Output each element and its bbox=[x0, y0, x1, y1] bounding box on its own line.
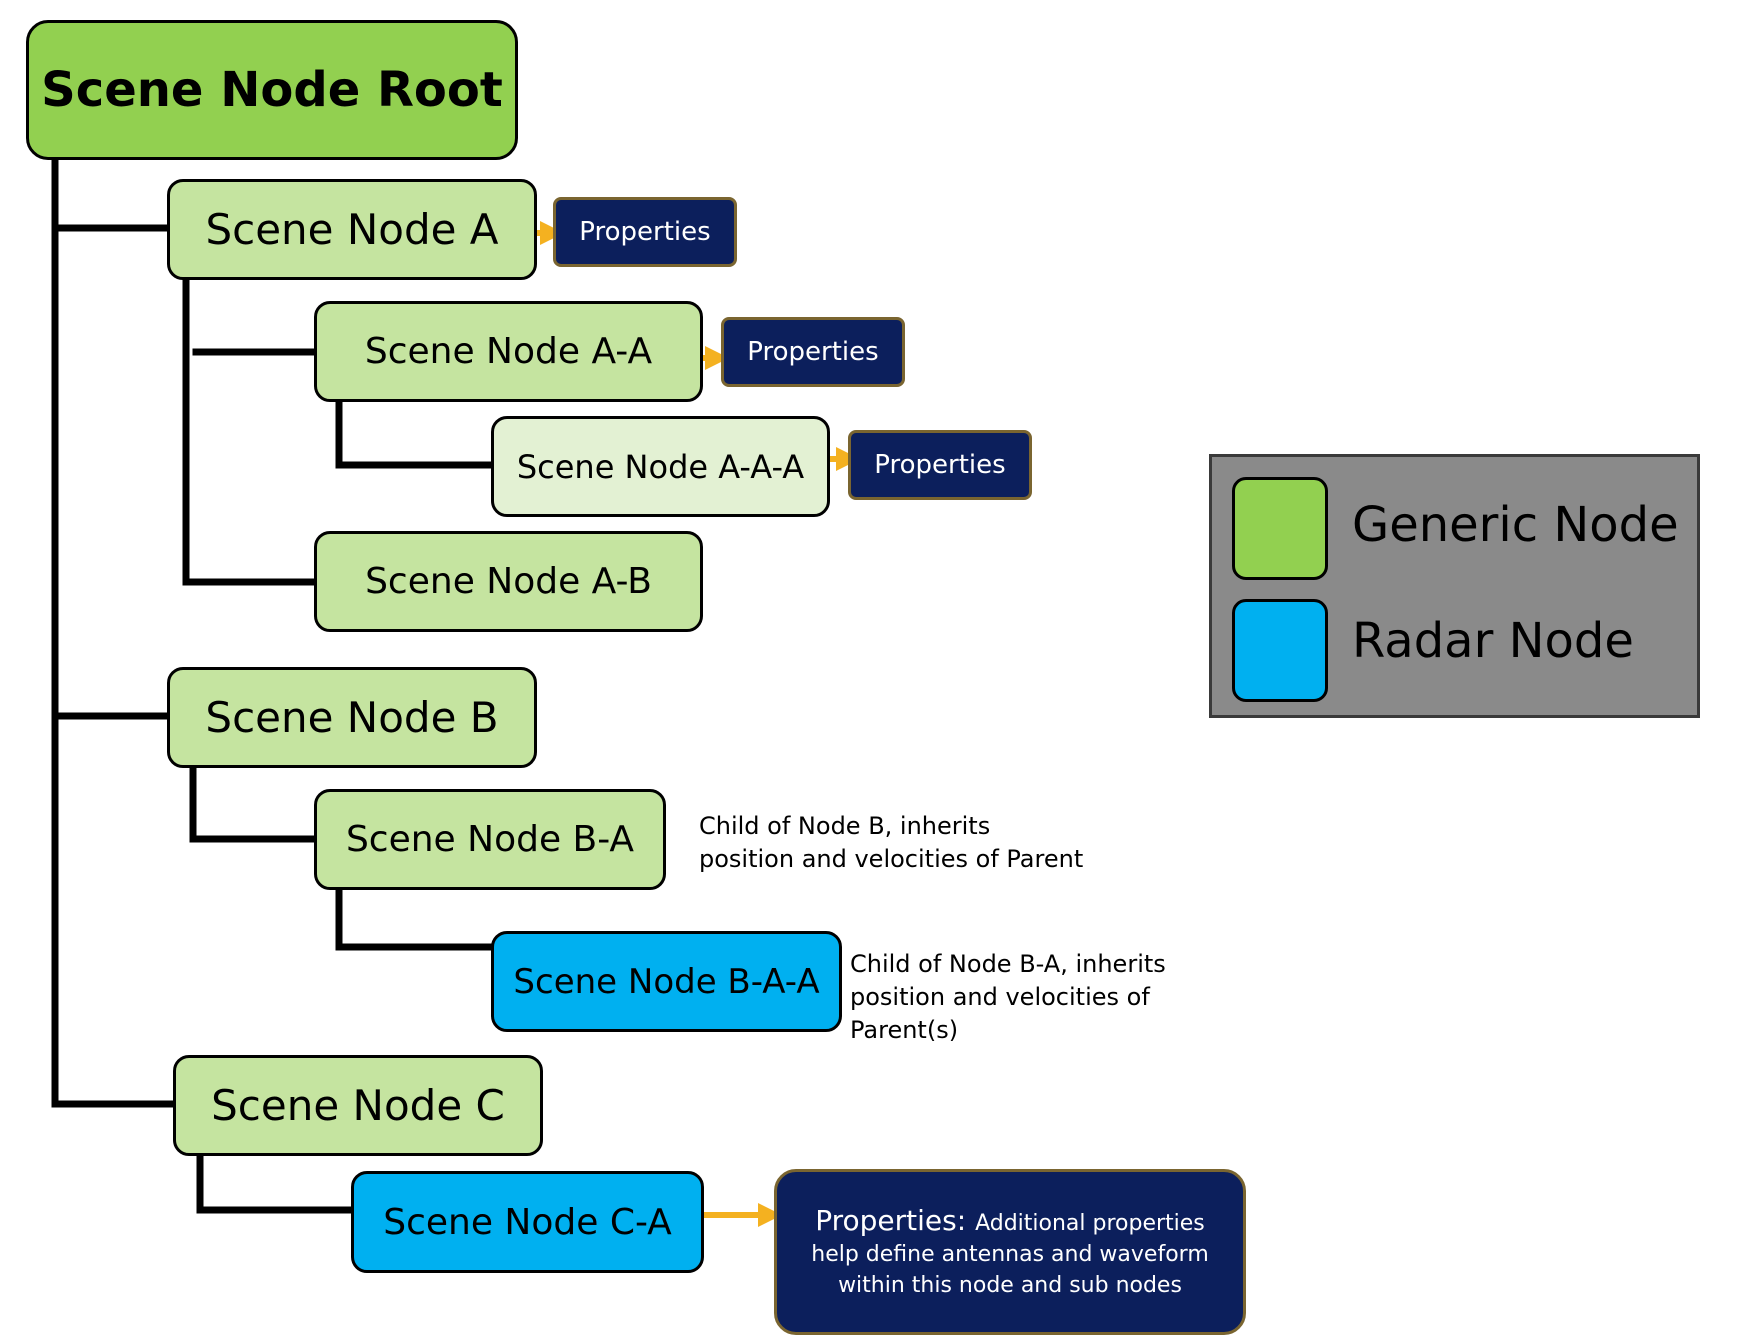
legend: Generic Node Radar Node bbox=[1209, 454, 1700, 718]
scene-node-c-a: Scene Node C-A bbox=[351, 1171, 704, 1273]
note-scene-node-b-a: Child of Node B, inherits position and v… bbox=[699, 812, 1084, 873]
connector-b-to-ba bbox=[189, 764, 318, 843]
connector-a-to-children bbox=[182, 276, 318, 586]
properties-box-c-a-title: Properties: bbox=[815, 1204, 976, 1237]
scene-node-root: Scene Node Root bbox=[26, 20, 518, 160]
scene-node-b: Scene Node B bbox=[167, 667, 537, 768]
properties-box-a-a: Properties bbox=[721, 317, 905, 387]
legend-swatch-generic bbox=[1232, 477, 1328, 580]
properties-box-c-a-description: Additional properties help define antenn… bbox=[811, 1211, 1209, 1298]
connector-aa-to-aaa bbox=[335, 398, 495, 469]
connector-c-to-ca bbox=[196, 1144, 355, 1214]
note-scene-node-b-a-a: Child of Node B-A, inherits position and… bbox=[850, 950, 1166, 1044]
legend-swatch-radar bbox=[1232, 599, 1328, 702]
scene-node-a-a: Scene Node A-A bbox=[314, 301, 703, 402]
legend-label-radar: Radar Node bbox=[1352, 613, 1634, 669]
scene-node-b-a-a: Scene Node B-A-A bbox=[491, 931, 842, 1032]
scene-node-a-a-a: Scene Node A-A-A bbox=[491, 416, 830, 517]
scene-node-c: Scene Node C bbox=[173, 1055, 543, 1156]
connector-ba-to-baa bbox=[335, 886, 495, 951]
properties-box-c-a: Properties: Additional properties help d… bbox=[774, 1169, 1246, 1335]
legend-label-generic: Generic Node bbox=[1352, 497, 1679, 553]
scene-node-a-b: Scene Node A-B bbox=[314, 531, 703, 632]
scene-node-a: Scene Node A bbox=[167, 179, 537, 280]
scene-node-b-a: Scene Node B-A bbox=[314, 789, 666, 890]
properties-box-a: Properties bbox=[553, 197, 737, 267]
properties-box-a-a-a: Properties bbox=[848, 430, 1032, 500]
